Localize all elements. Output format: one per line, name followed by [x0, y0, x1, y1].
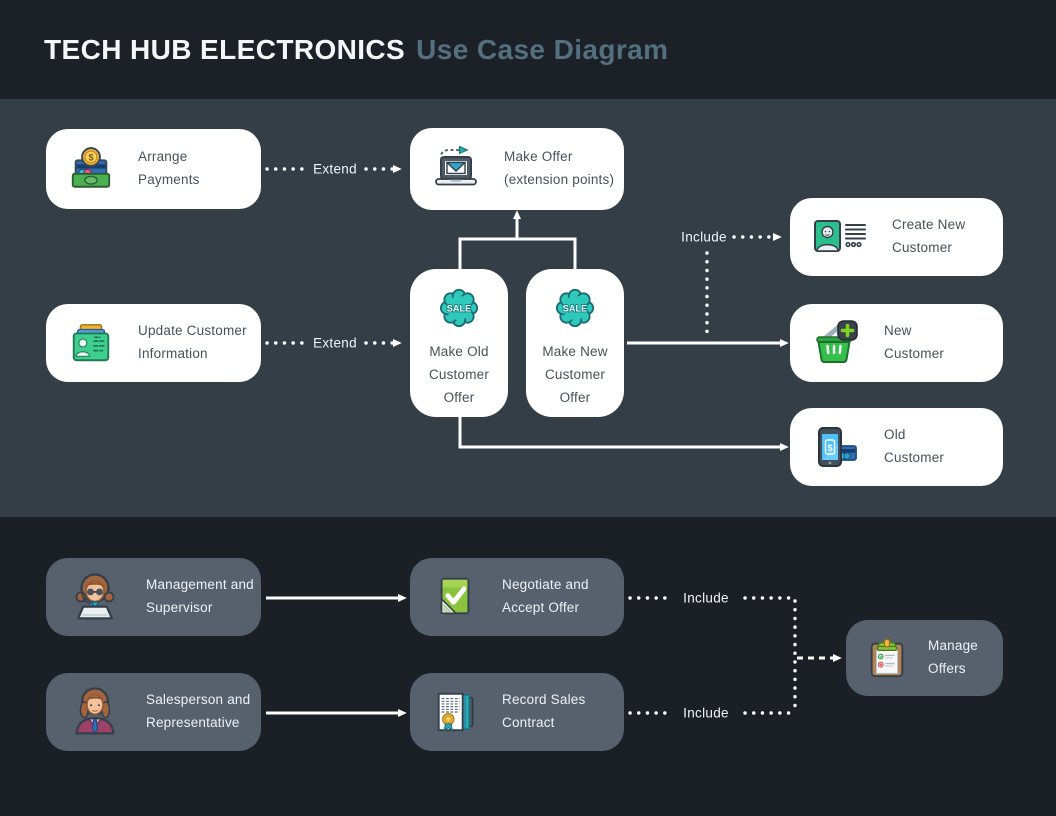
usecase-label: Manage Offers [928, 638, 978, 676]
usecase-negotiate-accept-offer[interactable]: Negotiate and Accept Offer [410, 558, 624, 636]
extend-label: Extend [313, 161, 357, 177]
basket-add-icon [812, 319, 860, 367]
usecase-label: Update Customer Information [138, 323, 247, 361]
usecase-label: Negotiate and Accept Offer [502, 577, 589, 615]
customer-id-card-icon [68, 320, 114, 366]
actor-management-supervisor[interactable]: Management and Supervisor [46, 558, 261, 636]
supervisor-avatar-icon [68, 570, 122, 624]
usecase-label: Arrange Payments [138, 149, 200, 187]
header: TECH HUB ELECTRONICS Use Case Diagram [0, 0, 1056, 99]
include-junction-to-manage-offers [793, 599, 842, 712]
svg-text:SALE: SALE [563, 303, 587, 313]
usecase-make-offer[interactable]: Make Offer (extension points) [410, 128, 624, 210]
usecase-new-customer[interactable]: New Customer [790, 304, 1003, 382]
edge-old-offer-to-old-customer [458, 416, 789, 451]
actor-label: Salesperson and Representative [146, 692, 251, 730]
sale-badge-icon: SALE [437, 286, 481, 330]
customer-profile-list-icon [812, 213, 868, 261]
usecase-record-sales-contract[interactable]: Record Sales Contract [410, 673, 624, 751]
usecase-manage-offers[interactable]: Manage Offers [846, 620, 1003, 696]
usecase-label: Old Customer [884, 427, 945, 465]
generalization-bracket [458, 210, 577, 270]
page-title-secondary: Use Case Diagram [416, 33, 669, 65]
extend-label: Extend [313, 335, 357, 351]
page-title-primary: TECH HUB ELECTRONICS [44, 33, 406, 65]
usecase-label: Make Offer (extension points) [504, 149, 615, 187]
actor-salesperson-representative[interactable]: Salesperson and Representative [46, 673, 261, 751]
usecase-make-new-customer-offer[interactable]: SALE Make New Customer Offer [526, 269, 624, 417]
clipboard-checklist-icon [864, 635, 910, 681]
page-title: TECH HUB ELECTRONICS Use Case Diagram [44, 34, 668, 66]
svg-text:$: $ [827, 443, 832, 453]
include-label: Include [683, 590, 729, 606]
usecase-arrange-payments[interactable]: $ Arrange Payments [46, 129, 261, 209]
usecase-create-new-customer[interactable]: Create New Customer [790, 198, 1003, 276]
include-label: Include [681, 229, 727, 245]
usecase-label: New Customer [884, 323, 945, 361]
contract-certificate-icon [432, 689, 478, 735]
usecase-label: Make New Customer Offer [542, 344, 608, 405]
money-payment-icon: $ [68, 146, 114, 192]
usecase-label: Create New Customer [892, 217, 966, 255]
sale-badge-icon: SALE [553, 286, 597, 330]
document-check-icon [432, 574, 478, 620]
usecase-label: Make Old Customer Offer [428, 344, 490, 405]
include-edge-create-new-customer [705, 233, 782, 339]
actor-label: Management and Supervisor [146, 577, 254, 615]
usecase-label: Record Sales Contract [502, 692, 586, 730]
usecase-update-customer-information[interactable]: Update Customer Information [46, 304, 261, 382]
salesperson-avatar-icon [68, 685, 122, 739]
svg-text:$: $ [88, 153, 93, 163]
include-label: Include [683, 705, 729, 721]
phone-payment-icon: $ [812, 423, 860, 471]
usecase-make-old-customer-offer[interactable]: SALE Make Old Customer Offer [410, 269, 508, 417]
svg-text:SALE: SALE [447, 303, 471, 313]
laptop-send-offer-icon [432, 145, 480, 193]
usecase-old-customer[interactable]: $ Old Customer [790, 408, 1003, 486]
